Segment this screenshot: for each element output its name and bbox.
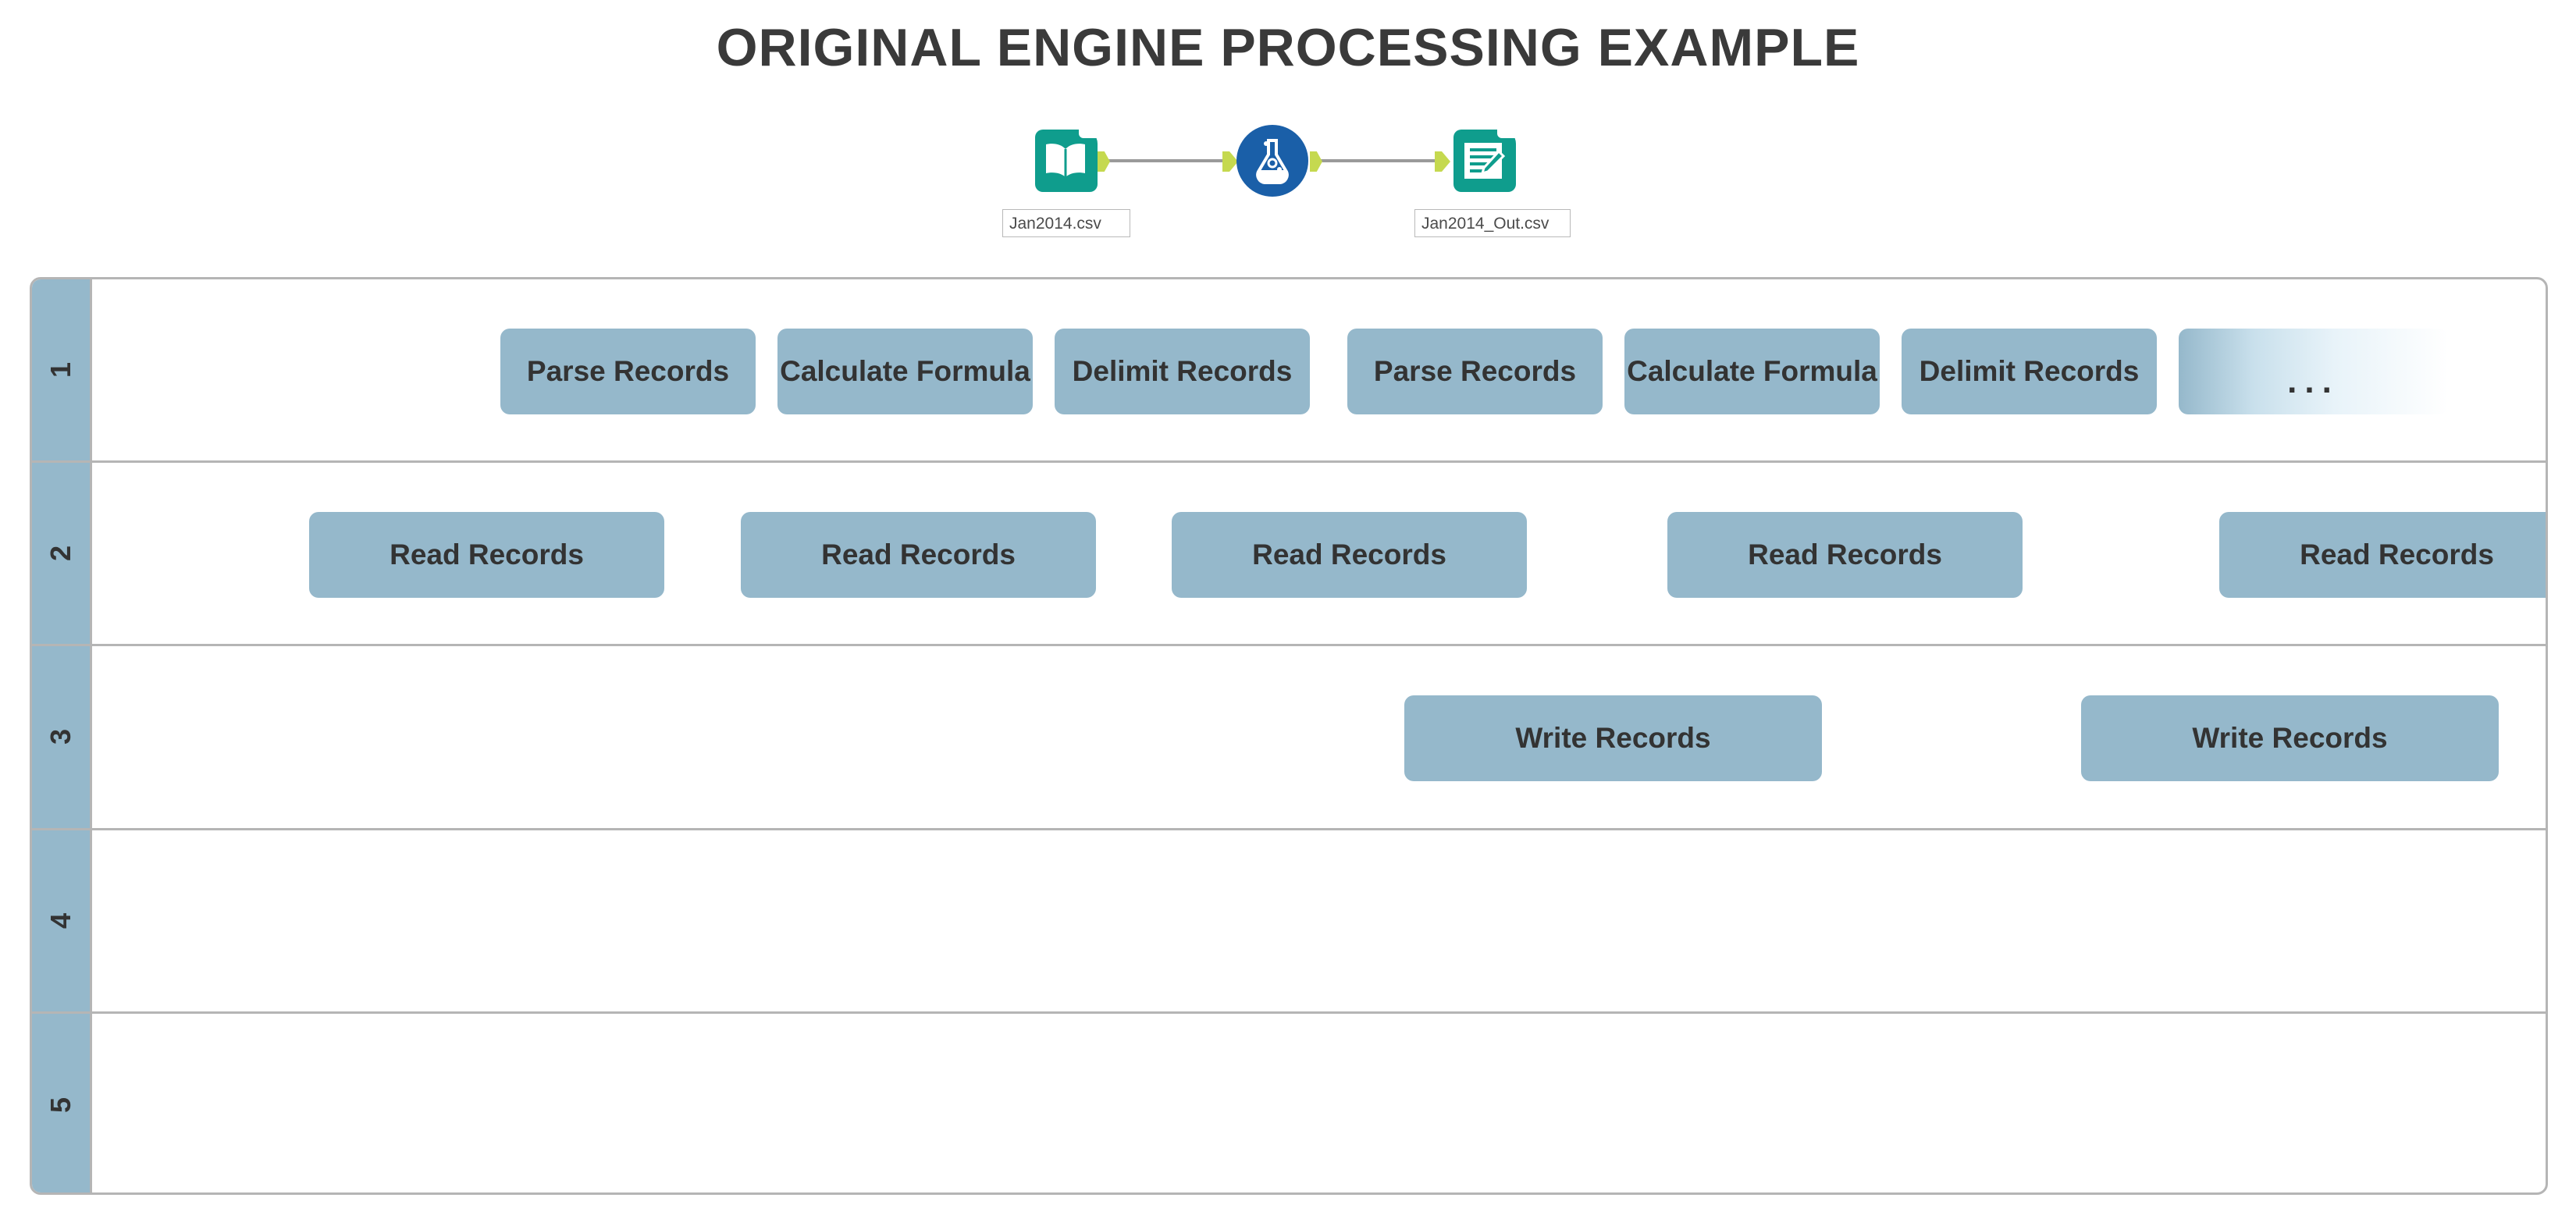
task-block[interactable]: Read Records bbox=[1667, 511, 2023, 598]
task-block-label: Calculate Formula bbox=[780, 354, 1030, 387]
connector-input-to-formula bbox=[1107, 159, 1222, 162]
lane-header-1: 1 bbox=[32, 279, 92, 461]
task-block[interactable]: Parse Records bbox=[1347, 328, 1603, 414]
output-anchor-formula bbox=[1310, 151, 1322, 172]
lane-header-2: 2 bbox=[32, 463, 92, 645]
task-block[interactable]: Read Records bbox=[2219, 511, 2546, 598]
connector-formula-to-output bbox=[1319, 159, 1435, 162]
lane-number-label: 3 bbox=[44, 729, 76, 745]
lane-number-label: 2 bbox=[44, 546, 76, 562]
task-block-overflow[interactable]: ... bbox=[2179, 328, 2448, 414]
task-block[interactable]: Read Records bbox=[309, 511, 664, 598]
task-block-label: Delimit Records bbox=[1919, 354, 2140, 387]
lane-row: 3 Write Records Write Records bbox=[32, 646, 2546, 830]
output-anchor-input bbox=[1098, 151, 1110, 172]
task-block[interactable]: Calculate Formula bbox=[777, 328, 1033, 414]
input-tool-tile bbox=[1035, 130, 1098, 192]
output-file-label: Jan2014_Out.csv bbox=[1414, 209, 1571, 237]
task-block-label: Read Records bbox=[1252, 538, 1446, 570]
lane-row: 5 bbox=[32, 1013, 2546, 1192]
workflow-node-input[interactable] bbox=[1030, 125, 1102, 197]
lane-body: Read Records Read Records Read Records Read… bbox=[92, 463, 2546, 644]
formula-tool-circle bbox=[1236, 125, 1308, 197]
task-block[interactable]: Read Records bbox=[741, 511, 1096, 598]
task-block-label: Read Records bbox=[2300, 538, 2494, 570]
task-block[interactable]: Write Records bbox=[2081, 695, 2499, 781]
lane-row: 1 Parse Records Calculate Formula Delimit R… bbox=[32, 279, 2546, 464]
task-block-label: Read Records bbox=[1748, 538, 1942, 570]
lane-number-label: 5 bbox=[44, 1097, 76, 1114]
output-tool-tile bbox=[1453, 130, 1516, 192]
task-block[interactable]: Read Records bbox=[1172, 511, 1527, 598]
workflow-node-output[interactable] bbox=[1449, 125, 1521, 197]
lane-number-label: 1 bbox=[44, 362, 76, 379]
task-block[interactable]: Delimit Records bbox=[1055, 328, 1310, 414]
page-title: ORIGINAL ENGINE PROCESSING EXAMPLE bbox=[716, 18, 1860, 77]
lane-header-5: 5 bbox=[32, 1013, 92, 1192]
task-block-label: Parse Records bbox=[1373, 354, 1577, 387]
task-block[interactable]: Delimit Records bbox=[1902, 328, 2157, 414]
workflow-node-formula[interactable] bbox=[1236, 125, 1308, 197]
lane-body bbox=[92, 1014, 2546, 1192]
input-anchor-output bbox=[1435, 151, 1450, 172]
task-block[interactable]: Calculate Formula bbox=[1624, 328, 1880, 414]
workflow-diagram: Jan2014.csv Jan2014_Out.csv bbox=[1002, 125, 1571, 242]
lane-header-4: 4 bbox=[32, 830, 92, 1011]
task-block[interactable]: Write Records bbox=[1404, 695, 1822, 781]
task-block-label: Delimit Records bbox=[1072, 354, 1293, 387]
input-file-label: Jan2014.csv bbox=[1002, 209, 1130, 237]
lane-body: Parse Records Calculate Formula Delimit Re… bbox=[92, 279, 2546, 460]
task-block-label: Write Records bbox=[2192, 722, 2388, 755]
lane-row: 4 bbox=[32, 830, 2546, 1014]
task-block-label: Write Records bbox=[1515, 722, 1711, 755]
lane-header-3: 3 bbox=[32, 646, 92, 828]
input-anchor-formula bbox=[1222, 151, 1238, 172]
lane-body bbox=[92, 830, 2546, 1011]
task-block-label: Read Records bbox=[390, 538, 584, 570]
processing-lane-grid: 1 Parse Records Calculate Formula Delimit R… bbox=[30, 277, 2548, 1195]
task-block-label: Calculate Formula bbox=[1627, 354, 1877, 387]
task-block-label: Parse Records bbox=[526, 354, 730, 387]
lane-number-label: 4 bbox=[44, 912, 76, 929]
lane-body: Write Records Write Records bbox=[92, 646, 2546, 827]
ellipsis-label: ... bbox=[2287, 361, 2339, 400]
task-block[interactable]: Parse Records bbox=[500, 328, 756, 414]
task-block-label: Read Records bbox=[821, 538, 1016, 570]
